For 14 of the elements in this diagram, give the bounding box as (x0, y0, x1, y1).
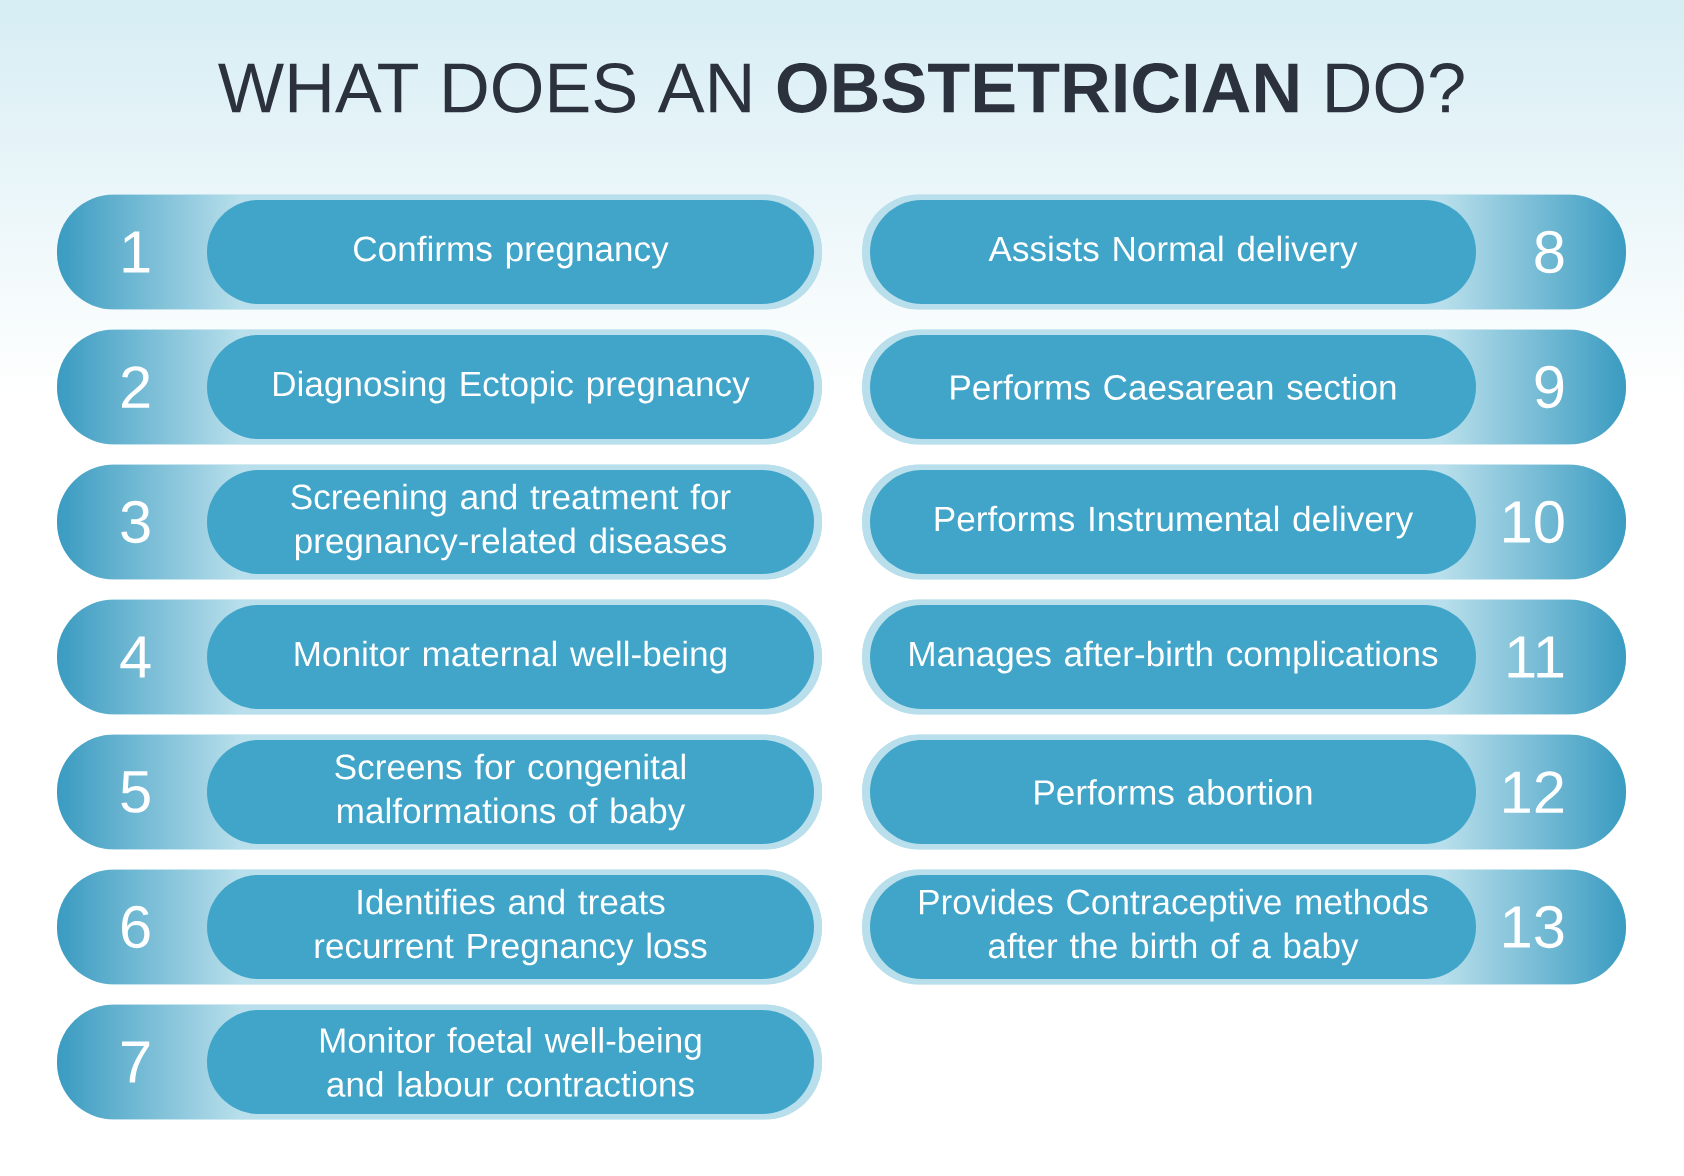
item-pill: Performs abortion (870, 740, 1476, 844)
item-pill: Performs Instrumental delivery (870, 470, 1476, 574)
item-pill: Assists Normal delivery (870, 200, 1476, 304)
item-pill: Confirms pregnancy (207, 200, 814, 304)
item-pill: Performs Caesarean section (870, 335, 1476, 439)
item-pill: Identifies and treats recurrent Pregnancy loss (207, 875, 814, 979)
item-pill: Screens for congenital malformations of baby (207, 740, 814, 844)
item-pill: Monitor foetal well-being and labour contractions (207, 1010, 814, 1114)
item-pill: Manages after-birth complications (870, 605, 1476, 709)
item-pill: Provides Contraceptive methods after the birth of a baby (870, 875, 1476, 979)
item-pill: Screening and treatment for pregnancy-related diseases (207, 470, 814, 574)
title: WHAT DOES AN OBSTETRICIAN DO? (218, 63, 1464, 113)
item-pill: Monitor maternal well-being (207, 605, 814, 709)
item-pill: Diagnosing Ectopic pregnancy (207, 335, 814, 439)
